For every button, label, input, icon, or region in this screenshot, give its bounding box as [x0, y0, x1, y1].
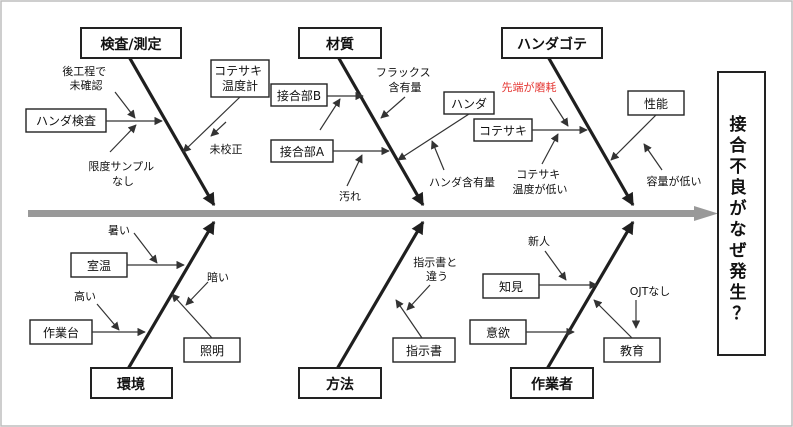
arrow	[541, 133, 559, 165]
category-inspection: 検査/測定	[80, 27, 182, 59]
svg-text:照明: 照明	[200, 344, 224, 358]
category-label: 作業者	[531, 376, 573, 393]
svg-text:接合部A: 接合部A	[280, 144, 325, 159]
cause-later-process: 後工程で 未確認	[62, 64, 110, 92]
category-material: 材質	[298, 27, 382, 59]
cause-instructions-differ: 指示書と 違う	[413, 255, 461, 283]
arrow	[185, 281, 209, 306]
arrow	[549, 97, 569, 127]
cause-room-temp: 室温	[70, 252, 128, 278]
svg-text:コテサキ: コテサキ	[479, 124, 527, 138]
effect-char: な	[730, 220, 747, 240]
cause-hot: 暑い	[108, 224, 130, 237]
bone-worker	[545, 220, 635, 370]
category-worker: 作業者	[510, 367, 594, 399]
arrow	[319, 98, 341, 131]
category-label: 検査/測定	[100, 36, 161, 53]
category-label: ハンダゴテ	[517, 36, 587, 53]
cause-high: 高い	[74, 289, 96, 303]
arrow	[171, 293, 213, 339]
svg-text:室温: 室温	[87, 258, 111, 273]
svg-text:知見: 知見	[499, 280, 523, 294]
effect-char: 不	[730, 157, 747, 177]
svg-text:作業台: 作業台	[43, 325, 79, 340]
category-label: 材質	[326, 36, 354, 53]
cause-instructions: 指示書	[392, 337, 456, 363]
effect-box: 接 合 不 良 が な ぜ 発 生 ？	[717, 71, 766, 356]
arrow	[133, 232, 158, 264]
svg-text:ハンダ: ハンダ	[451, 96, 487, 111]
category-label: 方法	[326, 376, 354, 393]
svg-text:コテサキ 温度計: コテサキ 温度計	[214, 64, 266, 93]
cause-performance: 性能	[627, 90, 685, 116]
category-method: 方法	[298, 367, 382, 399]
arrow	[406, 284, 431, 311]
cause-lighting: 照明	[183, 337, 241, 363]
svg-text:意欲: 意欲	[486, 325, 510, 340]
effect-char: 良	[730, 177, 747, 198]
cause-tip-worn: 先端が磨耗	[502, 80, 557, 94]
svg-text:接 合 不 良: 接 合 不 良 が な ぜ 発 生 ？	[729, 114, 753, 324]
svg-text:教育: 教育	[620, 343, 644, 358]
bone-environment	[126, 220, 216, 370]
svg-text:性能: 性能	[644, 97, 668, 111]
cause-solder: ハンダ	[443, 91, 495, 115]
cause-dirt: 汚れ	[339, 190, 361, 203]
cause-tip-temp-low: コテサキ 温度が低い	[513, 168, 568, 196]
arrow	[544, 250, 567, 281]
effect-char: 接	[730, 114, 747, 135]
arrow	[643, 143, 663, 171]
bone-method	[335, 220, 425, 370]
arrow	[210, 121, 227, 137]
arrow	[346, 154, 363, 187]
bone-inspection	[126, 54, 216, 207]
arrow	[610, 114, 657, 161]
cause-uncalibrated: 未校正	[210, 142, 243, 156]
cause-iron-tip: コテサキ	[473, 118, 533, 142]
cause-workbench: 作業台	[29, 319, 93, 345]
effect-char: ？	[733, 304, 750, 324]
cause-motivation: 意欲	[469, 319, 527, 345]
cause-joint-a: 接合部A	[270, 139, 334, 163]
cause-limit-sample: 限度サンプル なし	[88, 159, 157, 188]
cause-solder-content: ハンダ含有量	[429, 175, 495, 189]
cause-joint-b: 接合部B	[270, 83, 328, 107]
effect-char: ぜ	[730, 241, 747, 261]
svg-text:ハンダ検査: ハンダ検査	[36, 113, 96, 128]
effect-char: 発	[729, 261, 748, 282]
arrow	[395, 299, 423, 339]
bone-solder-iron	[545, 54, 635, 207]
cause-newcomer: 新人	[528, 234, 550, 248]
cause-education: 教育	[603, 337, 661, 363]
cause-dark: 暗い	[207, 270, 229, 284]
effect-char: 生	[730, 282, 747, 303]
cause-knowledge: 知見	[482, 273, 540, 299]
cause-flux: フラックス 含有量	[376, 66, 434, 94]
category-solder-iron: ハンダゴテ	[501, 27, 603, 59]
effect-char: が	[730, 198, 747, 219]
arrow	[182, 96, 241, 153]
category-label: 環境	[117, 376, 145, 393]
arrow	[109, 124, 137, 153]
arrow	[96, 303, 120, 331]
arrow	[380, 96, 406, 119]
arrow	[593, 299, 633, 339]
cause-iron-thermometer: コテサキ 温度計	[210, 59, 270, 98]
effect-char: 合	[730, 135, 748, 156]
svg-text:接合部B: 接合部B	[277, 88, 321, 103]
arrow	[114, 91, 136, 119]
svg-text:指示書: 指示書	[406, 343, 442, 358]
arrow	[431, 140, 445, 171]
main-spine	[28, 206, 718, 221]
bone-material	[335, 54, 425, 207]
category-environment: 環境	[90, 367, 173, 399]
cause-solder-inspection: ハンダ検査	[25, 108, 107, 133]
spine-arrowhead	[694, 206, 718, 221]
cause-no-ojt: OJTなし	[630, 285, 671, 298]
arrow	[397, 113, 470, 161]
cause-low-capacity: 容量が低い	[647, 174, 702, 188]
